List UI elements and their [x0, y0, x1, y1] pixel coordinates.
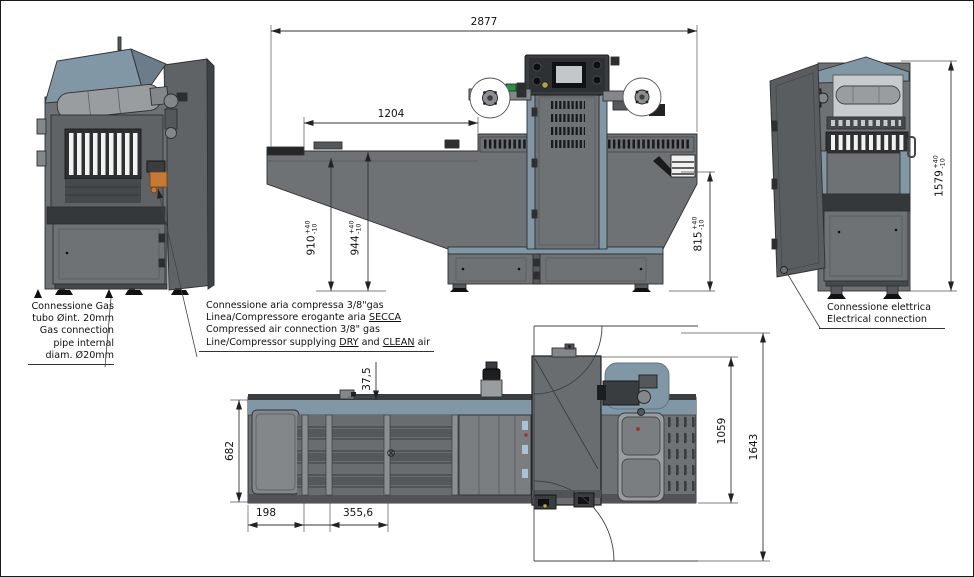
dim-value: 355,6: [342, 507, 374, 519]
vent-slots-top: [668, 417, 695, 491]
right-side-view: [769, 56, 916, 299]
dim-label-944: 944 +40 -10: [347, 220, 362, 256]
note-line: tubo Øint. 20mm: [32, 313, 114, 325]
sealing-tool-top: [458, 414, 532, 496]
gas-fitting: [146, 160, 168, 194]
dim-value: 1204: [377, 108, 405, 120]
dim-label-910: 910 +40 -10: [303, 220, 318, 256]
tol-minus: -10: [938, 158, 946, 169]
note-line: Linea/Compressore erogante aria SECCA: [206, 312, 434, 324]
front-view: [266, 54, 698, 292]
door-handle: [907, 136, 916, 158]
note-line: Line/Compressor supplying DRY and CLEAN …: [206, 337, 434, 349]
dim-label-1204: 1204: [377, 108, 405, 120]
panel-button: [532, 76, 542, 86]
note-text: air: [414, 336, 431, 348]
dim-label-682: 682: [224, 440, 236, 462]
note-line: pipe internal: [53, 337, 114, 349]
note-text: Connessione aria compressa 3/8"gas: [206, 300, 384, 311]
dim-value: 1579: [933, 170, 945, 197]
dim-tolerance: +40 -10: [347, 220, 362, 234]
note-text: Line/Compressor supplying: [206, 336, 340, 348]
tol-minus: -10: [354, 223, 362, 234]
dim-tolerance: +40 -10: [303, 220, 318, 234]
motor-housing-top: [597, 362, 670, 410]
hmi-screen: [556, 66, 582, 83]
dim-tolerance: +40 -10: [931, 155, 946, 169]
air-filter-unit: [480, 361, 503, 398]
dim-value: 682: [224, 440, 236, 462]
note-line: Connessione aria compressa 3/8"gas: [206, 300, 434, 312]
note-text: Linea/Compressore erogante aria: [206, 312, 369, 324]
machine-feet: [55, 288, 189, 295]
dim-label-1579: 1579 +40 -10: [931, 155, 946, 197]
discharge-opening: [653, 154, 696, 178]
dim-value: 944: [349, 235, 361, 256]
dim-label-815: 815 +40 -10: [690, 216, 705, 252]
dim-label-37-5: 37,5: [361, 367, 373, 391]
electrical-leader-line: [786, 272, 821, 329]
film-reel-top: [617, 408, 665, 502]
electrical-gland: [780, 266, 788, 274]
film-reel-right: [622, 77, 662, 117]
note-text: and: [358, 336, 383, 348]
sealing-head-slats-right: [825, 131, 909, 154]
tol-minus: -10: [697, 219, 705, 230]
panel-button: [592, 75, 602, 85]
dim-value: 198: [255, 507, 277, 519]
tower-top-box: [531, 343, 602, 510]
leader-arrow: [34, 289, 42, 298]
dim-label-2877: 2877: [470, 16, 498, 28]
dim-label-355-6: 355,6: [342, 507, 374, 519]
compressed-air-note: Connessione aria compressa 3/8"gas Linea…: [199, 300, 434, 352]
sealing-head-slats: [64, 128, 142, 203]
pneumatic-inlet: [163, 92, 188, 139]
leader-arrow: [105, 289, 113, 298]
leader-lines: [34, 188, 821, 368]
film-spindle: [117, 36, 122, 51]
panel-button: [532, 62, 542, 72]
film-roller: [56, 84, 170, 120]
panel-button: [592, 60, 602, 70]
note-line: Gas connection: [39, 325, 114, 337]
note-line: Compressed air connection 3/8" gas: [206, 324, 434, 336]
gas-leader-line: [104, 297, 112, 368]
dimension-lines: [230, 25, 957, 562]
dim-value: 2877: [470, 16, 498, 28]
dim-value: 1643: [748, 433, 760, 461]
dim-value: 815: [692, 231, 704, 252]
electrical-connection-note: Connessione elettrica Electrical connect…: [819, 302, 945, 330]
air-leader-line: [157, 188, 198, 358]
dim-label-1643: 1643: [748, 433, 760, 461]
central-tower: [526, 92, 608, 250]
dim-value: 910: [305, 235, 317, 256]
note-text-underlined: CLEAN: [382, 336, 415, 348]
note-text-underlined: DRY: [339, 336, 359, 348]
infeed-end-cap: [251, 409, 300, 495]
note-text-underlined: SECCA: [368, 312, 402, 324]
note-text: Compressed air connection 3/8" gas: [206, 324, 380, 336]
emergency-button: [541, 81, 549, 89]
note-line: Electrical connection: [827, 314, 928, 326]
door-swing-arcs: [533, 325, 698, 562]
dim-label-198: 198: [255, 507, 277, 519]
left-side-view: [36, 36, 215, 295]
dim-value: 1059: [716, 417, 728, 445]
note-line: diam. Ø20mm: [45, 349, 114, 361]
tol-minus: -10: [310, 223, 318, 234]
dim-value: 37,5: [361, 367, 373, 391]
film-reel-left: [469, 77, 511, 119]
gas-connection-note: Connessione Gas tubo Øint. 20mm Gas conn…: [28, 301, 114, 366]
note-line: Connessione Gas: [31, 301, 114, 312]
top-view: [247, 325, 698, 562]
base-cabinet: [447, 253, 664, 292]
dim-label-1059: 1059: [716, 417, 728, 445]
dim-tolerance: +40 -10: [690, 216, 705, 230]
control-panel: [524, 54, 620, 96]
note-line: Connessione elettrica: [827, 302, 931, 313]
